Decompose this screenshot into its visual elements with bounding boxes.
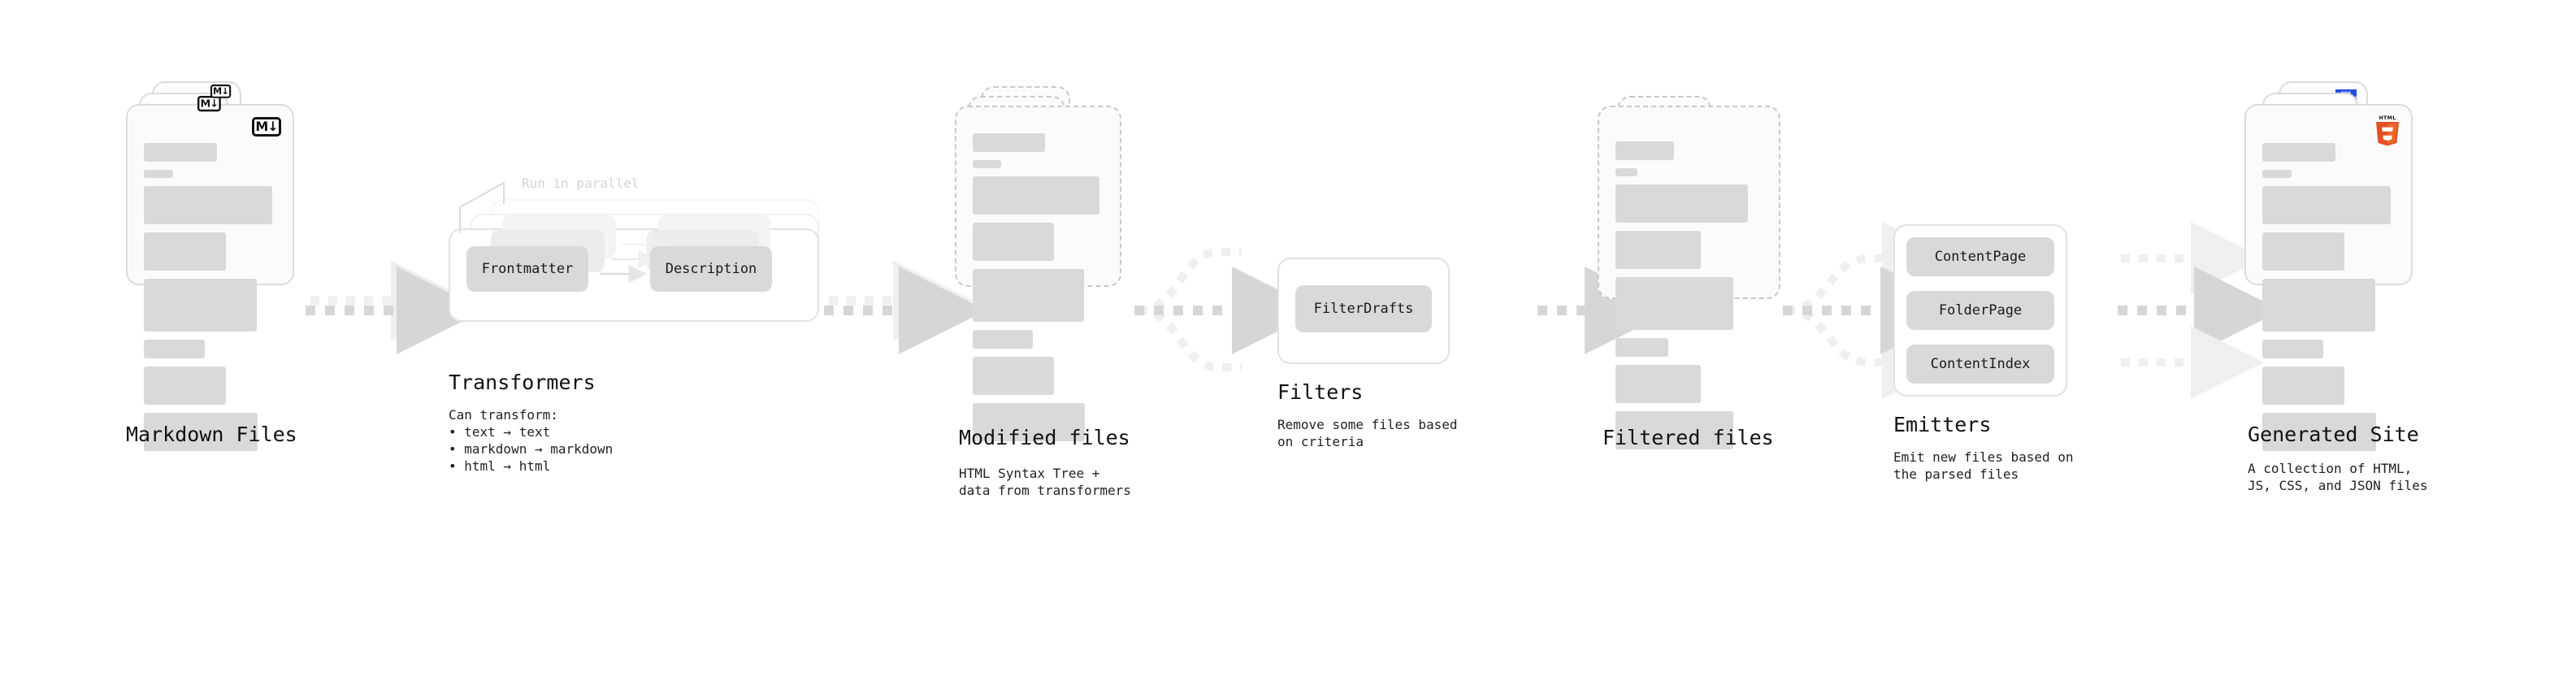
- placeholder-bar: [973, 160, 1002, 168]
- connector-filtered-to-emitters: [1783, 222, 1968, 399]
- placeholder-bar: [144, 143, 217, 162]
- modified-files-title: Modified files: [959, 426, 1130, 449]
- run-in-parallel-bracket: [459, 181, 505, 233]
- placeholder-bar: [2262, 186, 2392, 224]
- markdown-card-front: M↓: [126, 104, 294, 451]
- description-chip[interactable]: Description: [650, 246, 772, 292]
- transformers-subtitle: Can transform: • text → text • markdown …: [449, 407, 614, 474]
- modified-files-subtitle: HTML Syntax Tree + data from transformer…: [959, 466, 1131, 498]
- connector-transformers-to-modified: [824, 260, 987, 354]
- placeholder-bar: [2262, 367, 2345, 405]
- site-card-bars: [2262, 143, 2395, 459]
- folderpage-chip[interactable]: FolderPage: [1906, 291, 2054, 330]
- placeholder-bar: [1615, 365, 1701, 403]
- connector-modified-to-filters: [1134, 248, 1320, 371]
- placeholder-bar: [2262, 413, 2377, 451]
- site-card-front: HTML: [2244, 104, 2413, 451]
- placeholder-bar: [973, 330, 1034, 349]
- run-in-parallel-note: Run in parallel: [522, 176, 640, 191]
- placeholder-bar: [1615, 231, 1701, 269]
- markdown-card-bars: [144, 143, 276, 459]
- modified-card-bars: [973, 133, 1104, 449]
- filterdrafts-chip[interactable]: FilterDrafts: [1295, 285, 1432, 332]
- markdown-badge-front: M↓: [252, 117, 281, 137]
- placeholder-bar: [2262, 170, 2292, 178]
- placeholder-bar: [973, 176, 1100, 215]
- contentpage-chip[interactable]: ContentPage: [1906, 237, 2054, 276]
- filtered-card-bars: [1615, 141, 1763, 458]
- placeholder-bar: [144, 413, 258, 451]
- markdown-badge-back: M↓: [210, 85, 232, 98]
- transformers-title: Transformers: [449, 371, 596, 394]
- placeholder-bar: [144, 367, 227, 405]
- placeholder-bar: [1615, 168, 1638, 176]
- placeholder-bar: [973, 223, 1054, 261]
- placeholder-bar: [144, 170, 173, 178]
- placeholder-bar: [2262, 232, 2345, 271]
- transformer-inner-arrows: [600, 235, 666, 284]
- placeholder-bar: [1615, 277, 1733, 330]
- placeholder-bar: [973, 357, 1054, 395]
- filters-title: Filters: [1277, 380, 1364, 404]
- frontmatter-chip[interactable]: Frontmatter: [466, 246, 588, 292]
- placeholder-bar: [144, 279, 257, 332]
- placeholder-bar: [973, 133, 1045, 152]
- emitters-title: Emitters: [1893, 413, 1992, 436]
- placeholder-bar: [1615, 141, 1675, 160]
- generated-site-title: Generated Site: [2248, 423, 2419, 446]
- placeholder-bar: [2262, 279, 2375, 332]
- placeholder-bar: [144, 340, 205, 358]
- placeholder-bar: [2262, 340, 2323, 358]
- html5-wordmark: HTML: [2379, 115, 2396, 121]
- filtered-files-title: Filtered files: [1602, 426, 1774, 449]
- modified-card-front: [955, 106, 1121, 441]
- markdown-badge-mid: M↓: [197, 96, 221, 112]
- placeholder-bar: [144, 232, 227, 271]
- contentindex-chip[interactable]: ContentIndex: [1906, 345, 2054, 384]
- placeholder-bar: [144, 186, 273, 224]
- emitters-subtitle: Emit new files based on the parsed files: [1893, 449, 2074, 482]
- placeholder-bar: [1615, 411, 1733, 449]
- placeholder-bar: [973, 403, 1086, 441]
- filtered-card-front: [1598, 106, 1780, 449]
- html5-badge: HTML: [2376, 115, 2399, 146]
- placeholder-bar: [973, 269, 1084, 322]
- connector-emitters-to-site: [2118, 222, 2282, 399]
- connector-md-to-transformers: [306, 260, 484, 354]
- markdown-files-title: Markdown Files: [126, 423, 297, 446]
- placeholder-bar: [1615, 338, 1669, 357]
- filters-subtitle: Remove some files based on criteria: [1277, 417, 1458, 449]
- placeholder-bar: [1615, 184, 1748, 223]
- generated-site-subtitle: A collection of HTML, JS, CSS, and JSON …: [2248, 461, 2428, 493]
- placeholder-bar: [2262, 143, 2335, 162]
